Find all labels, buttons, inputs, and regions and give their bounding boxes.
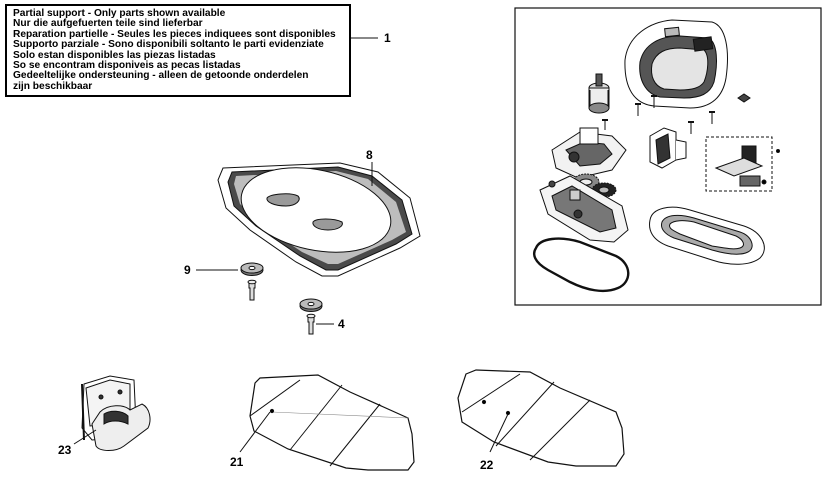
notice-line: Supporto parziale - Sono disponibili sol… [13, 39, 324, 51]
notice-line: zijn beschikbaar [13, 80, 93, 92]
callout-23: 23 [58, 443, 72, 457]
notice-line: Partial support - Only parts shown avail… [13, 8, 226, 19]
leader-line-22 [489, 413, 509, 453]
notice-line: So se encontram disponiveis as pecas lis… [13, 60, 241, 72]
partial-support-notice: Partial support - Only parts shown avail… [5, 4, 351, 97]
callout-4: 4 [338, 317, 345, 331]
callout-8: 8 [366, 148, 373, 162]
lower-base-housing [539, 175, 629, 243]
notice-line: Gedeeltelijke ondersteuning - alleen de … [13, 70, 309, 82]
small-screws [602, 93, 751, 134]
callout-22: 22 [480, 458, 494, 472]
motor-housing-cover [624, 19, 728, 109]
washer-and-screw-4 [299, 298, 334, 335]
leader-line-23 [73, 429, 97, 445]
switch-bracket [649, 127, 687, 169]
sanding-pad-21 [239, 374, 415, 471]
base-plate [217, 162, 421, 277]
notice-line: Reparation partielle - Seules les pieces… [13, 28, 336, 40]
leader-line-21 [239, 411, 271, 453]
outer-oval-frame [649, 206, 765, 265]
washer-and-screw-9 [196, 262, 264, 301]
gasket-ring [533, 237, 630, 293]
wall-holder [73, 375, 151, 451]
sanding-pad-22 [457, 369, 625, 467]
switch-module-detail [705, 136, 780, 192]
callout-9: 9 [184, 263, 191, 277]
notice-line: Solo estan disponibles las piezas listad… [13, 49, 216, 61]
notice-line: Nur die aufgefuerten teile sind lieferba… [13, 18, 203, 30]
assembly-reference-box [514, 7, 822, 306]
callout-1: 1 [384, 31, 391, 45]
gearbox-housing [551, 127, 627, 179]
motor [588, 73, 610, 114]
callout-21: 21 [230, 455, 244, 469]
